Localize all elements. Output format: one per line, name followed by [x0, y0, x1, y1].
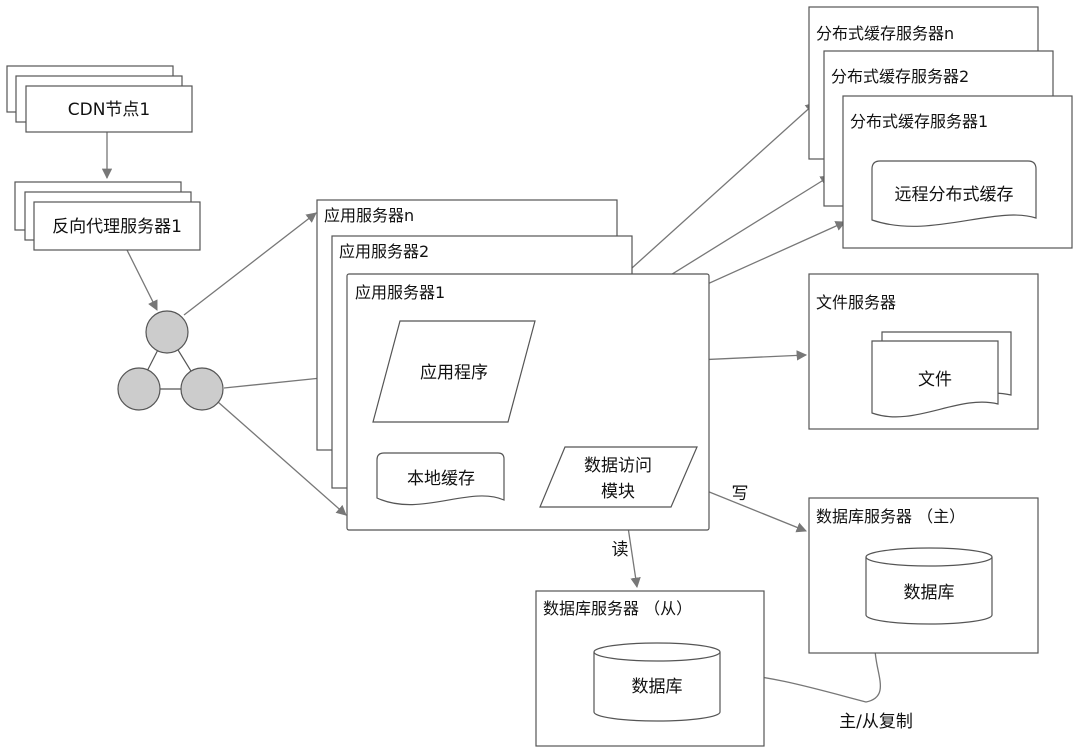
db-master-label: 数据库 [904, 583, 955, 603]
edge-lb-to-appserver-2 [223, 372, 333, 389]
data-access-module [539, 446, 698, 508]
reverse-proxy-stack: 反向代理服务器1 [14, 181, 201, 251]
data-access-label-1: 数据访问 [584, 456, 652, 476]
db-master-title: 数据库服务器 （主） [816, 507, 965, 526]
cdn-node [25, 85, 193, 133]
db-slave-label: 数据库 [632, 677, 683, 697]
db-slave-server: 数据库服务器 （从） 数据库 [535, 590, 765, 747]
edge-lb-to-appserver-n [183, 212, 317, 316]
cache-server-stack: 分布式缓存服务器n 分布式缓存服务器2 分布式缓存服务器1 远程分布式缓存 [808, 6, 1073, 249]
lb-node-top [145, 310, 189, 354]
edge-label-write: 写 [732, 484, 749, 504]
file-server: 文件服务器 文件 [808, 273, 1039, 430]
app-server-2-title: 应用服务器2 [339, 242, 429, 261]
edge-label-replication: 主/从复制 [839, 712, 913, 732]
file-doc-label: 文件 [918, 370, 952, 390]
reverse-proxy-server [33, 201, 201, 251]
db-master-cylinder-body [865, 557, 993, 625]
cdn-node-label: CDN节点1 [68, 100, 151, 120]
db-master-server: 数据库服务器 （主） 数据库 [808, 497, 1039, 654]
lb-node-left [117, 367, 161, 411]
app-server-1-title: 应用服务器1 [355, 283, 445, 302]
edge-replication [722, 624, 883, 703]
local-cache-label: 本地缓存 [407, 469, 475, 489]
cache-server-1-title: 分布式缓存服务器1 [850, 112, 988, 131]
app-server-stack: 应用服务器n 应用服务器2 应用服务器1 应用程序 本地缓存 数据访问 模块 [316, 199, 710, 531]
cache-server-2-title: 分布式缓存服务器2 [831, 67, 969, 86]
cdn-node-stack: CDN节点1 [6, 65, 193, 133]
edge-lb-to-appserver-1 [217, 401, 347, 516]
edge-label-read: 读 [612, 540, 629, 560]
remote-distributed-cache [871, 160, 1037, 227]
edge-proxy-to-lb [126, 249, 158, 311]
lb-node-right [180, 367, 224, 411]
load-balancer-cluster [117, 310, 224, 411]
reverse-proxy-label: 反向代理服务器1 [52, 217, 182, 237]
app-program-label: 应用程序 [420, 363, 488, 383]
cache-server-n-title: 分布式缓存服务器n [816, 24, 954, 43]
app-program [372, 320, 536, 423]
data-access-label-2: 模块 [601, 482, 635, 502]
file-server-title: 文件服务器 [816, 293, 896, 312]
local-cache [376, 452, 505, 506]
db-slave-title: 数据库服务器 （从） [543, 599, 692, 618]
db-slave-cylinder-body [593, 652, 721, 722]
app-server-n-title: 应用服务器n [324, 206, 414, 225]
db-slave-cylinder-top [593, 642, 721, 662]
file-doc [871, 340, 999, 418]
remote-cache-label: 远程分布式缓存 [895, 185, 1014, 205]
db-master-cylinder-top [865, 547, 993, 567]
